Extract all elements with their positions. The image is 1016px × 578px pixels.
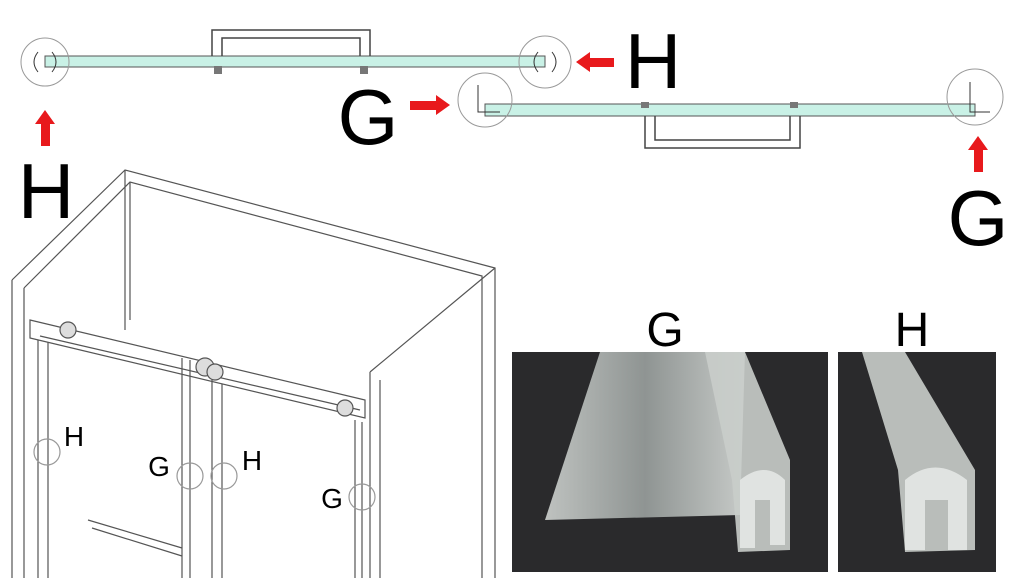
label-h-shower-left: H <box>64 421 84 452</box>
red-arrows <box>35 52 988 172</box>
top-glass-panel-1 <box>20 29 572 89</box>
label-g-photo: G <box>646 304 683 357</box>
label-g-shower-middle: G <box>148 451 170 482</box>
arrow-right-icon <box>410 95 450 115</box>
arrow-left-icon <box>576 52 614 72</box>
label-h-top-left: H <box>18 147 74 235</box>
h-seal-photo <box>838 352 996 572</box>
shower-enclosure-drawing <box>11 169 496 578</box>
seal-detail-circle <box>518 35 572 89</box>
label-g-top-right: G <box>948 174 1009 262</box>
g-seal-photo <box>512 352 828 572</box>
top-glass-panel-2 <box>457 68 1004 149</box>
label-h-shower-middle: H <box>242 445 262 476</box>
seal-detail-circle <box>20 37 70 87</box>
label-h-top-right: H <box>625 17 681 105</box>
arrow-up-icon <box>968 136 988 172</box>
label-h-photo: H <box>895 304 930 357</box>
seal-detail-circle <box>946 68 1004 126</box>
label-g-shower-right: G <box>321 483 343 514</box>
label-g-top-left: G <box>338 73 399 161</box>
arrow-up-icon <box>35 110 55 146</box>
seal-detail-circle <box>457 72 513 128</box>
